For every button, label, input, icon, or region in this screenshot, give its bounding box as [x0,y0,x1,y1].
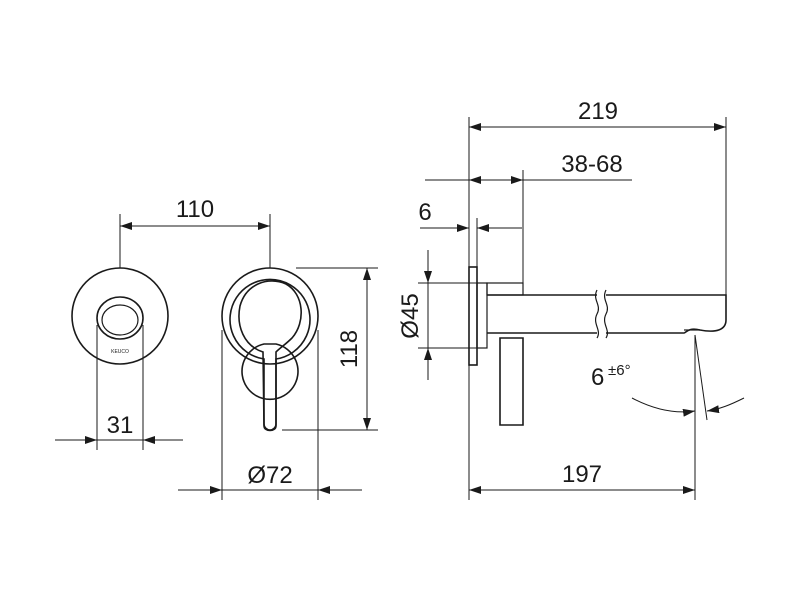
lever-side [499,337,524,426]
button-rosette-view: KEUCO [71,267,169,365]
brand-logo: KEUCO [111,349,129,355]
dim-label-118: 118 [336,330,363,368]
dim-31: 31 [55,325,183,450]
spout-body [487,294,727,334]
dim-110: 110 [119,196,271,268]
dim-219: 219 [468,98,727,295]
push-button-outer [96,296,144,340]
lever-rosette-view [221,267,319,432]
dim-o72: Ø72 [178,330,362,500]
dim-118: 118 [282,267,378,431]
spout-side-view [468,266,727,426]
dim-o45: Ø45 [397,250,477,380]
dim-label-angle-tolerance: ±6° [608,362,631,379]
dim-38-68: 38-68 [425,151,632,283]
mount-collar [476,282,488,349]
lever-rosette-outline [221,267,319,365]
dim-197: 197 [468,335,696,500]
push-button-inner [101,304,139,336]
dim-angle: 6 ±6° [591,334,745,421]
dim-label-197: 197 [562,461,602,488]
dim-label-219: 219 [578,98,618,125]
dim-label-angle: 6 [591,364,604,391]
lever-outline [238,280,302,432]
body-block [486,282,524,296]
dim-label-110: 110 [176,196,214,223]
dim-label-31: 31 [107,412,134,439]
dim-6: 6 [418,199,522,267]
spout-break-mark [594,289,609,339]
dim-label-o72: Ø72 [247,462,292,489]
wall-plate [468,266,478,366]
dim-label-6: 6 [418,199,431,226]
dim-label-o45: Ø45 [397,293,424,338]
dim-label-38-68: 38-68 [561,151,622,178]
